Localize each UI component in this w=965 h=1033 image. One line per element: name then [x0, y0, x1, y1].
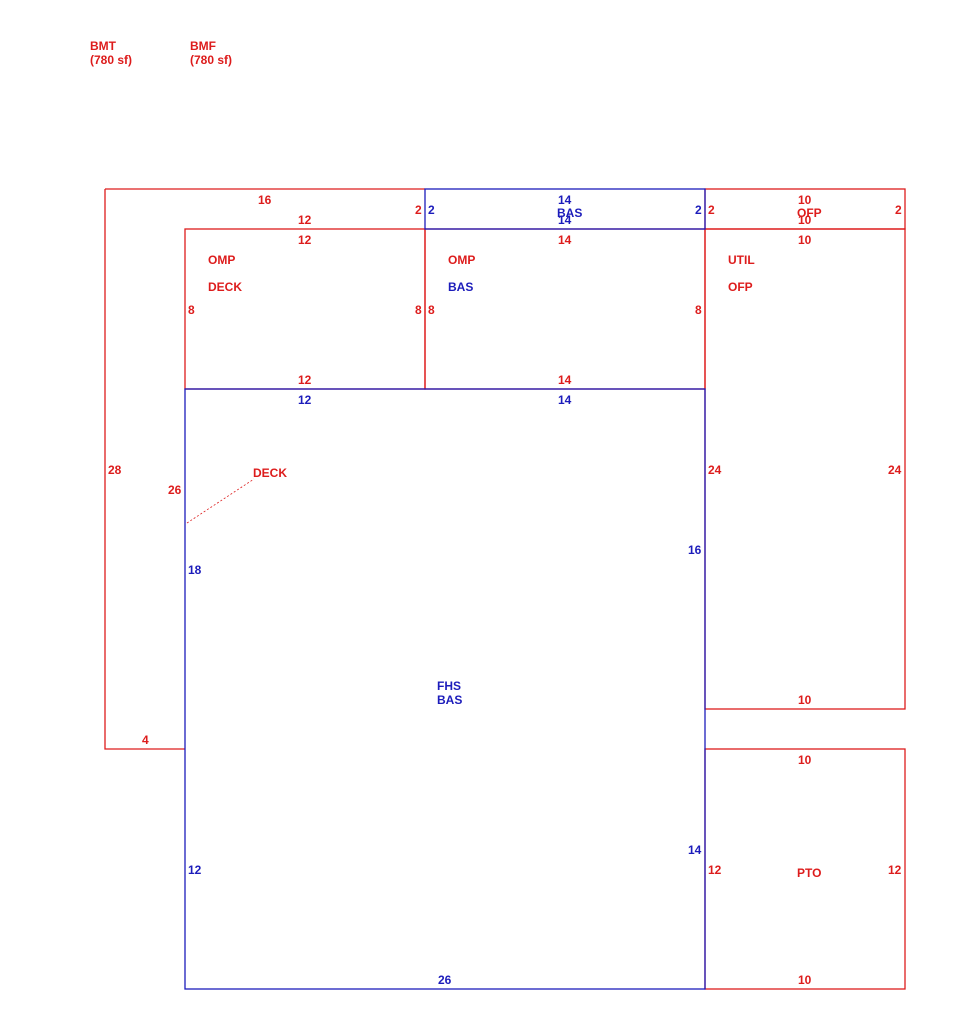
util-ofp-code: UTIL — [728, 253, 755, 267]
legend: BMT (780 sf) BMF (780 sf) — [90, 39, 232, 67]
bas-strip-outline — [424, 188, 706, 230]
omp-bas-name: BAS — [448, 280, 473, 294]
deck-pointer-line — [186, 478, 255, 524]
omp-deck-dim-top-outer: 12 — [298, 213, 312, 227]
main-dim-right-lower: 14 — [688, 843, 702, 857]
pto-dim-right: 12 — [888, 863, 902, 877]
main-name: BAS — [437, 693, 462, 707]
left-deck-dim-top: 16 — [258, 193, 272, 207]
bas-strip-name: BAS — [557, 206, 582, 220]
main-dim-left-lower: 12 — [188, 863, 202, 877]
legend-bmf-code: BMF — [190, 39, 216, 53]
legend-bmf-area: (780 sf) — [190, 53, 232, 67]
main-dim-top-right: 14 — [558, 393, 572, 407]
left-deck-outline — [104, 188, 425, 750]
omp-deck-dim-bottom: 12 — [298, 373, 312, 387]
pto-dim-left: 12 — [708, 863, 722, 877]
main-dim-left-upper: 18 — [188, 563, 202, 577]
util-ofp-name: OFP — [728, 280, 753, 294]
omp-deck-dim-top: 12 — [298, 233, 312, 247]
left-deck-dim-inner: 26 — [168, 483, 182, 497]
omp-bas-dim-top: 14 — [558, 233, 572, 247]
pto-dim-bottom: 10 — [798, 973, 812, 987]
pto-name: PTO — [797, 866, 821, 880]
left-deck-dim-bottom: 4 — [142, 733, 149, 747]
main-dim-bottom: 26 — [438, 973, 452, 987]
ofp-strip-dim-right: 2 — [895, 203, 902, 217]
ofp-strip-dim-bottom: 10 — [798, 213, 812, 227]
ofp-strip-dim-top: 10 — [798, 193, 812, 207]
util-ofp-outline — [704, 228, 906, 710]
util-ofp-dim-bottom: 10 — [798, 693, 812, 707]
ofp-strip-name: OFP — [797, 206, 822, 220]
omp-deck-dim-right: 8 — [415, 303, 422, 317]
legend-bmt-code: BMT — [90, 39, 117, 53]
omp-deck-name: DECK — [208, 280, 242, 294]
util-ofp-dim-left: 24 — [708, 463, 722, 477]
main-dim-right-upper: 16 — [688, 543, 702, 557]
main-code: FHS — [437, 679, 461, 693]
main-dim-top-left: 12 — [298, 393, 312, 407]
ofp-strip-dim-left: 2 — [708, 203, 715, 217]
legend-bmt-area: (780 sf) — [90, 53, 132, 67]
omp-deck-dim-left: 8 — [188, 303, 195, 317]
omp-bas-dim-right: 8 — [695, 303, 702, 317]
omp-bas-code: OMP — [448, 253, 475, 267]
omp-bas-dim-bottom: 14 — [558, 373, 572, 387]
util-ofp-dim-right: 24 — [888, 463, 902, 477]
left-deck-pointer-label: DECK — [253, 466, 287, 480]
left-deck-dim-left: 28 — [108, 463, 122, 477]
bas-strip-dim-left: 2 — [428, 203, 435, 217]
omp-deck-code: OMP — [208, 253, 235, 267]
pto-dim-top: 10 — [798, 753, 812, 767]
main-fhs-outline — [184, 388, 706, 990]
bas-strip-dim-bottom: 14 — [558, 213, 572, 227]
util-ofp-dim-top: 10 — [798, 233, 812, 247]
omp-deck-dim-corner: 2 — [415, 203, 422, 217]
bas-strip-dim-top: 14 — [558, 193, 572, 207]
omp-bas-dim-left: 8 — [428, 303, 435, 317]
bas-strip-dim-right: 2 — [695, 203, 702, 217]
